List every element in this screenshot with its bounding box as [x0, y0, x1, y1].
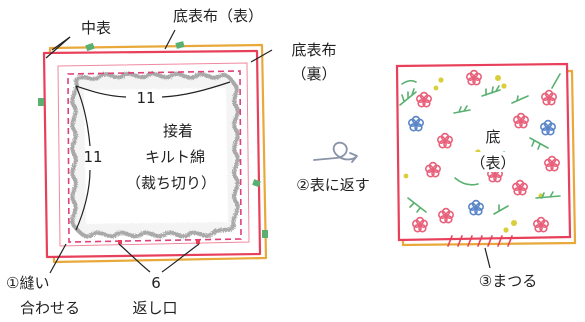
- label-naka-omote: 中表: [81, 19, 111, 37]
- label-backing-2: [464, 152, 522, 172]
- step1-label-line2: 合わせる: [20, 299, 80, 317]
- label-backing-1: [478, 126, 508, 146]
- seam-line: [57, 62, 250, 247]
- step3-label: ③まつる: [479, 272, 537, 290]
- measure-arrows-left: [75, 85, 91, 231]
- stitch-leader-line: [484, 247, 491, 269]
- measure-left-value: 11: [83, 148, 102, 166]
- corner-marks: [38, 41, 268, 244]
- batting-label-line1: 接着: [163, 122, 193, 140]
- label-outer-fabric-back-line1: 底表布: [291, 41, 336, 59]
- measure-bottom-value: 6: [151, 274, 161, 292]
- batting-label-line2: キルト綿: [145, 148, 205, 166]
- blind-stitches: [447, 235, 513, 247]
- opening-label: 返し口: [132, 299, 177, 317]
- label-outer-fabric-front: 底表布（表）: [173, 7, 263, 25]
- step1-label-line1: ①縫い: [6, 274, 49, 292]
- dashed-sewing-line: [67, 70, 242, 243]
- measure-top-value: 11: [136, 89, 155, 107]
- green-leaves: [399, 73, 561, 215]
- turn-over-arrow-icon: [313, 141, 358, 163]
- batting-label-line3: （裁ち切り）: [126, 174, 216, 192]
- step2-label: ②表に返す: [296, 176, 369, 194]
- leader-lines: [45, 29, 273, 274]
- finished-label-line1: 底: [485, 128, 500, 146]
- measure-arrows-top: [75, 81, 231, 98]
- pink-flower-centers: [418, 76, 554, 227]
- finished-label-line2: （表）: [470, 154, 515, 172]
- left-fabric-assembly: [38, 29, 273, 274]
- label-outer-fabric-back-line2: （裏）: [291, 65, 336, 83]
- quilt-batting: [70, 71, 240, 239]
